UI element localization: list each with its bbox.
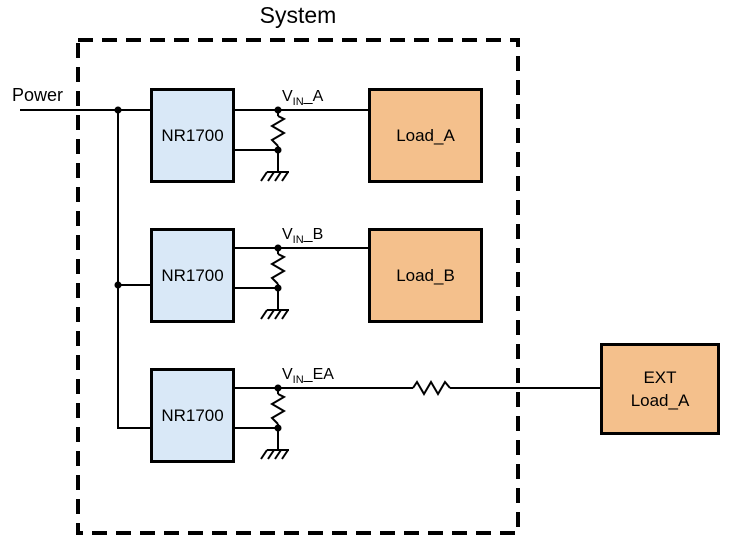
series-resistor bbox=[412, 380, 451, 396]
regulator-b-label: NR1700 bbox=[161, 265, 224, 285]
vin-a-label: VIN_A bbox=[282, 88, 324, 109]
regulator-a-box: NR1700 bbox=[150, 88, 235, 183]
load-a-box: Load_A bbox=[368, 88, 483, 183]
vin-ea-v: V bbox=[282, 366, 293, 383]
row-b-net bbox=[235, 247, 368, 320]
vin-ea-suffix: _EA bbox=[303, 366, 334, 383]
regulator-b-box: NR1700 bbox=[150, 228, 235, 323]
vin-b-label: VIN_B bbox=[282, 226, 324, 247]
ground-symbol-b bbox=[260, 309, 289, 320]
vin-a-sub: IN bbox=[292, 96, 304, 109]
regulator-a-label: NR1700 bbox=[161, 125, 224, 145]
power-bus bbox=[117, 110, 150, 429]
ext-load-line2: Load_A bbox=[630, 391, 690, 410]
vin-b-v: V bbox=[282, 226, 293, 243]
system-title: System bbox=[259, 2, 337, 28]
load-a-label: Load_A bbox=[396, 125, 455, 145]
feedback-resistor-b bbox=[270, 253, 287, 285]
feedback-resistor-c bbox=[270, 393, 287, 425]
row-c-net bbox=[235, 380, 600, 460]
load-b-label: Load_B bbox=[396, 265, 455, 285]
vin-ea-label: VIN_EA bbox=[282, 366, 334, 387]
regulator-c-box: NR1700 bbox=[150, 368, 235, 463]
ground-symbol-c bbox=[260, 449, 289, 460]
vin-b-sub: IN bbox=[292, 234, 304, 247]
vin-a-suffix: _A bbox=[303, 88, 324, 105]
system-boundary bbox=[76, 38, 520, 535]
vin-a-v: V bbox=[282, 88, 293, 105]
power-net bbox=[20, 109, 150, 429]
regulator-c-label: NR1700 bbox=[161, 405, 224, 425]
feedback-resistor-a bbox=[270, 115, 287, 147]
ground-symbol-a bbox=[260, 171, 289, 182]
vin-b-suffix: _B bbox=[303, 226, 324, 243]
power-label: Power bbox=[12, 85, 64, 105]
ext-load-box: EXT Load_A bbox=[600, 343, 720, 435]
row-a-net bbox=[235, 109, 368, 182]
load-b-box: Load_B bbox=[368, 228, 483, 323]
junction-dots bbox=[114, 106, 282, 432]
vin-ea-sub: IN bbox=[292, 374, 304, 387]
ext-load-line1: EXT bbox=[643, 368, 677, 387]
